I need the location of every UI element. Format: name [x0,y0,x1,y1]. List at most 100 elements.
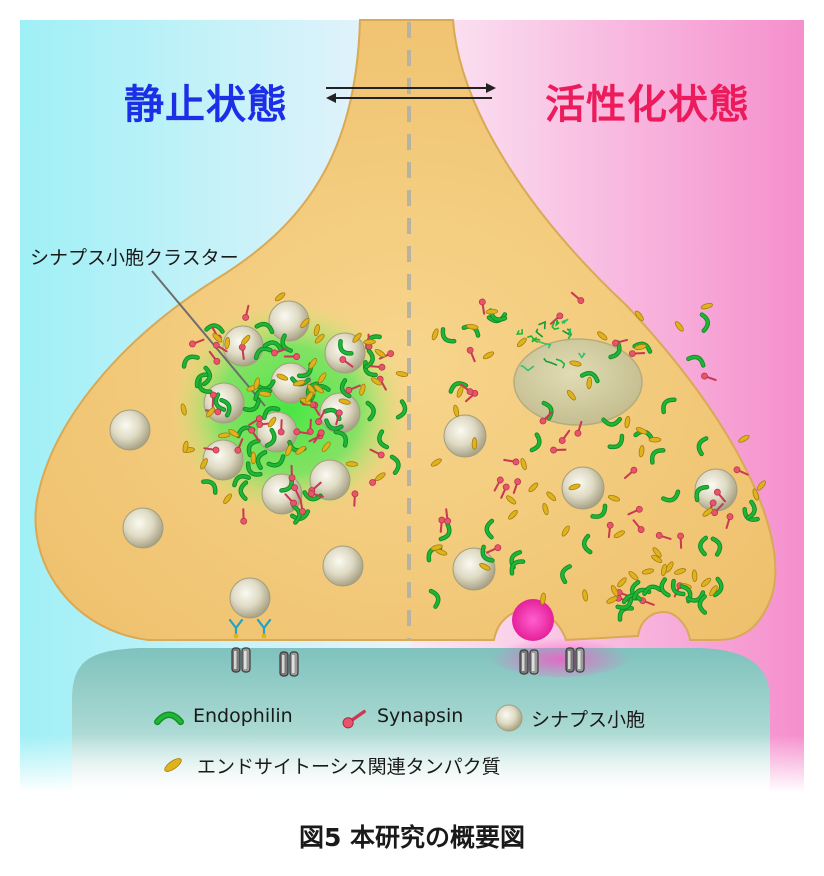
endocytic-protein [546,491,557,502]
endophilin-protein [246,438,261,458]
endocytic-protein [456,385,464,398]
endophilin-protein [621,593,643,605]
synapsin-protein [203,446,220,454]
endophilin-protein [201,365,213,387]
endophilin-protein [201,479,218,495]
endocytic-protein [528,482,539,493]
channels [231,647,585,677]
protein-tangle [555,358,566,369]
endophilin-protein [204,323,225,334]
protein-tangle [578,352,586,359]
docking-receptor [228,618,244,639]
endophilin-protein [364,348,375,370]
endophilin-protein [395,399,408,420]
protein-tangle [555,320,560,328]
protein-tangle [535,328,544,338]
endocytic-protein [217,432,231,439]
endocytic-protein [613,530,625,539]
endophilin-protein [154,711,184,726]
synapsin-protein [351,490,359,507]
endocytic-protein [479,562,491,571]
synapsin-protein [466,346,476,363]
synapsin-protein [299,498,306,515]
endophilin-protein [333,429,349,448]
endophilin-protein [254,321,275,335]
synaptic-vesicle [443,414,487,458]
endocytic-protein [250,451,257,465]
endocytic-protein [586,376,593,390]
endocytic-protein [641,568,655,575]
endocytic-protein [520,457,527,471]
endocytic-protein [352,332,362,343]
synapsin-protein [342,709,366,729]
endocytic-protein [597,331,608,341]
synapsin-protein [612,338,629,347]
endocytic-protein [635,427,648,435]
synapsin-protein [500,483,510,499]
endocytic-protein [566,389,576,401]
endocytic-protein [608,494,621,502]
protein-tangle [543,357,558,366]
endophilin-protein [242,397,261,413]
endocytic-protein [182,440,189,454]
endocytic-protein [228,428,240,438]
synapsin-protein [574,420,583,437]
endocytic-protein [542,502,549,516]
callout-line [151,270,266,407]
endophilin-protein [745,499,757,521]
endocytic-protein [359,383,366,396]
synapsin-protein [464,389,479,403]
synapsin-protein [725,513,734,530]
endocytic-protein [240,334,251,346]
endocytic-protein [374,348,386,358]
endophilin-protein [698,535,709,557]
synapsin-protein [209,391,217,408]
endocytic-protein [466,323,479,330]
protein-tangle [538,320,547,330]
receptors [228,618,272,639]
endocytic-protein [569,360,582,367]
endophilin-protein [448,381,469,394]
synapsin-protein [313,429,325,444]
endocytic-protein [482,351,495,360]
endophilin-protein [280,333,293,353]
endocytic-protein [505,495,517,505]
endophilin-protein [324,418,344,431]
endocytic-protein [617,577,627,588]
endophilin-protein [181,354,200,369]
endosome [513,338,643,426]
endophilin-protein [607,433,625,450]
endophilin-protein [253,346,273,361]
endocytic-protein [709,585,718,597]
synaptic-vesicle [268,300,310,342]
endocytic-protein [180,403,187,416]
synapsin-protein [632,519,645,533]
legend-synapsin-label: Synapsin [377,705,464,727]
endocytic-protein [313,384,324,394]
endocytic-protein [430,544,443,551]
endocytic-protein [561,525,570,537]
synapsin-protein [212,341,228,353]
protein-tangle [560,318,569,325]
endocytic-protein [674,568,687,575]
endocytic-protein [606,596,618,604]
synapsin-protein [677,532,684,549]
endocytic-protein [568,483,581,491]
endocytic-protein [756,480,766,491]
synapsin-protein [627,505,643,516]
resting-state-title: 静止状態 [124,82,288,128]
endophilin-protein [670,578,686,597]
endocytic-protein [212,333,223,343]
synapsin-protein [459,383,474,396]
endophilin-protein [213,392,227,412]
synapsin-protein [503,458,520,466]
endophilin-protein [365,400,376,422]
endophilin-protein [685,590,706,603]
endocytic-protein [308,357,317,369]
endocytic-protein [652,547,662,558]
endophilin-protein [219,397,232,418]
endophilin-protein [617,605,634,622]
bottom-fade [20,735,804,792]
endocytic-protein [540,592,546,605]
endocytic-protein [314,333,325,344]
